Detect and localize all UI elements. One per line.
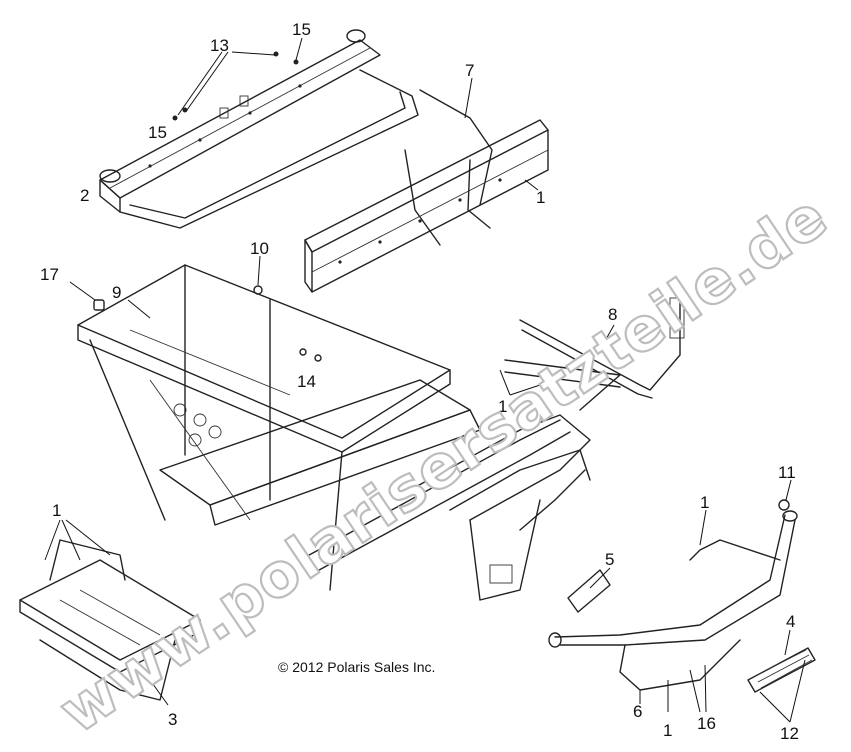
callout-12: 12 xyxy=(780,724,799,743)
callout-1-bottom: 1 xyxy=(663,721,672,740)
callout-1-top-right: 1 xyxy=(536,188,545,207)
side-brace-part-8 xyxy=(504,297,685,411)
callout-5: 5 xyxy=(605,550,614,569)
callout-7: 7 xyxy=(465,61,474,80)
skid-bracket-part-3 xyxy=(19,539,201,701)
callout-9: 9 xyxy=(112,283,121,302)
bracket-part-5 xyxy=(567,569,611,613)
callout-4: 4 xyxy=(786,612,795,631)
callout-1-middle: 1 xyxy=(498,397,507,416)
front-frame-section xyxy=(409,414,591,601)
copyright-text: © 2012 Polaris Sales Inc. xyxy=(278,659,435,675)
callout-17: 17 xyxy=(40,265,59,284)
callout-1-bumper: 1 xyxy=(700,493,709,512)
callout-8: 8 xyxy=(608,305,617,324)
watermark-text: www.polarisersatzteile.de xyxy=(47,181,840,747)
leader-lines xyxy=(44,37,806,723)
callout-labels: 13 15 7 15 2 1 10 17 9 8 14 1 11 1 5 4 1… xyxy=(40,20,799,743)
cargo-box-frame-part-2 xyxy=(99,29,419,229)
rear-cross-frame-part-7 xyxy=(304,89,549,293)
callout-13: 13 xyxy=(210,36,229,55)
callout-15-top: 15 xyxy=(292,20,311,39)
callout-15-left: 15 xyxy=(148,123,167,142)
callout-2: 2 xyxy=(80,186,89,205)
callout-3: 3 xyxy=(168,710,177,729)
callout-1-bottom-left: 1 xyxy=(52,501,61,520)
callout-10: 10 xyxy=(250,239,269,258)
callout-6: 6 xyxy=(633,702,642,721)
callout-11: 11 xyxy=(778,463,796,482)
callout-14: 14 xyxy=(297,372,316,391)
callout-16: 16 xyxy=(697,714,716,733)
front-bumper-part-6 xyxy=(548,510,798,691)
main-frame-part-9 xyxy=(77,264,571,591)
grille-part-4 xyxy=(747,647,816,693)
